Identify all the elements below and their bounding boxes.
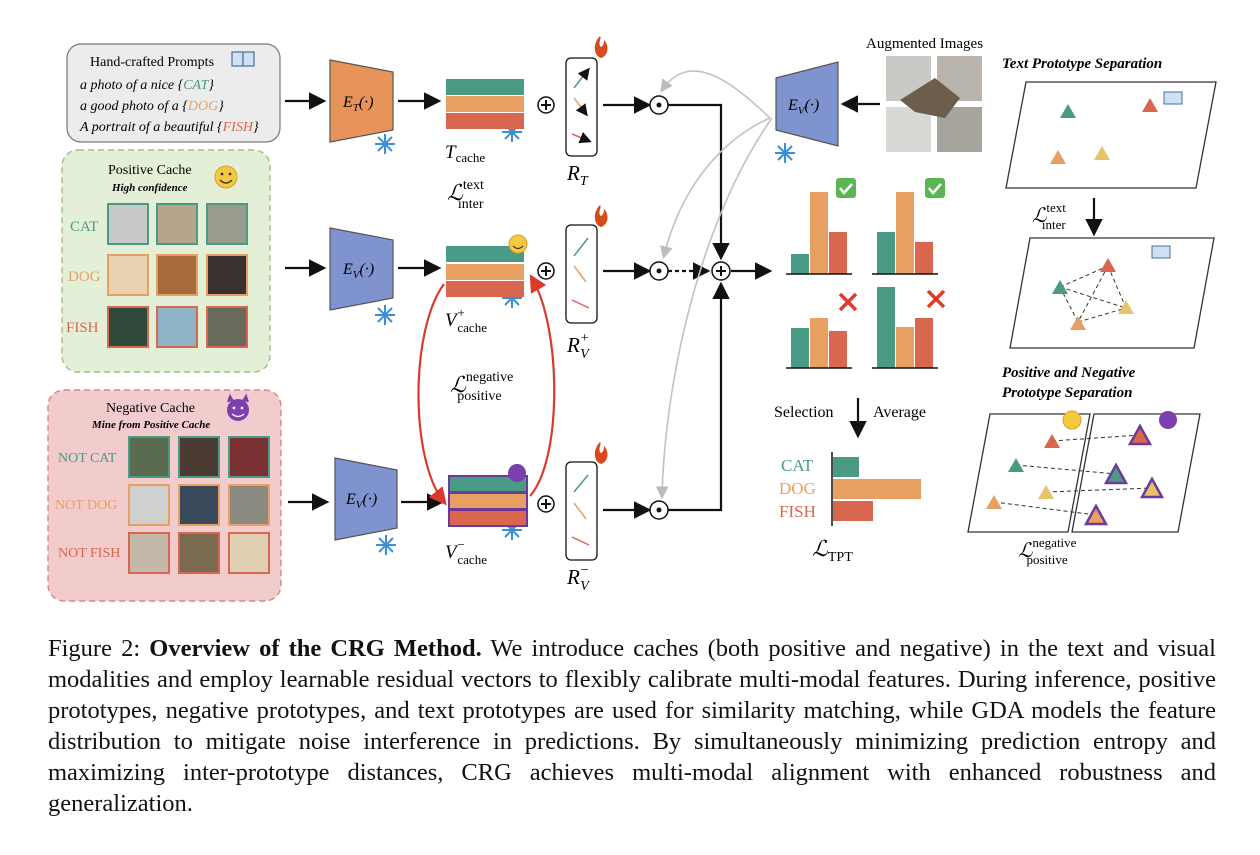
svg-text:ET(·): ET(·)	[342, 94, 374, 114]
prediction-chart-2	[872, 192, 938, 275]
caption-title: Overview of the CRG Method.	[149, 635, 482, 662]
dot-op-icon	[649, 95, 669, 520]
check-icon	[836, 178, 945, 198]
negative-cache-box: Negative Cache Mine from Positive Cache …	[47, 389, 282, 602]
augmented-images-label: Augmented Images	[866, 36, 983, 52]
neg-cat-images	[128, 436, 270, 478]
pos-neg-prototype-planes	[967, 410, 1201, 533]
negative-cache-title: Negative Cache	[106, 401, 195, 416]
pos-neg-title-2: Prototype Separation	[1002, 385, 1132, 401]
neg-row-label-dog: NOT DOG	[55, 498, 117, 513]
prediction-chart-4	[872, 287, 938, 369]
pos-fish-images	[107, 306, 248, 348]
pos-row-label-dog: DOG	[68, 269, 101, 285]
text-encoder: ET(·)	[329, 59, 394, 143]
positive-cache-box: Positive Cache High confidence CAT DOG F…	[61, 149, 271, 373]
augmented-images	[886, 56, 982, 152]
positive-visual-cache: V+cache	[445, 234, 528, 335]
pos-row-label-cat: CAT	[70, 219, 98, 235]
prompt-line-2: a good photo of a {DOG}	[80, 99, 224, 114]
book-icon	[1151, 245, 1171, 259]
svg-text:R+V: R+V	[566, 331, 590, 362]
prediction-chart-3	[786, 318, 852, 369]
neg-row-label-cat: NOT CAT	[58, 451, 117, 466]
flame-icon	[594, 36, 608, 464]
visual-encoder-positive: EV(·)	[329, 227, 394, 311]
prompt-line-1: a photo of a nice {CAT}	[80, 78, 214, 93]
text-prototype-plane-2	[1009, 237, 1215, 349]
pos-row-label-fish: FISH	[66, 320, 99, 336]
snowflake-icon	[375, 122, 795, 555]
svg-text:V−cache: V−cache	[445, 537, 487, 567]
result-bar-cat	[833, 457, 859, 477]
pos-cat-images	[107, 203, 248, 245]
svg-text:RT: RT	[566, 161, 589, 189]
positive-cache-subtitle: High confidence	[111, 182, 188, 194]
svg-text:V+cache: V+cache	[445, 305, 487, 335]
residual-rv-positive: R+V	[565, 224, 598, 362]
result-label-dog: DOG	[779, 479, 816, 498]
result-bar-fish	[833, 501, 873, 521]
caption-body: We introduce caches (both positive and n…	[48, 635, 1216, 817]
visual-encoder-negative: EV(·)	[334, 457, 398, 541]
final-prediction-chart: CAT DOG FISH	[779, 452, 921, 526]
prediction-chart-1	[786, 192, 852, 275]
svg-text:R−V: R−V	[566, 563, 590, 594]
cross-icon	[838, 289, 946, 312]
visual-encoder-augmented: EV(·)	[775, 61, 839, 147]
text-prototype-plane-1	[1005, 81, 1217, 189]
negative-cache-subtitle: Mine from Positive Cache	[91, 419, 210, 431]
book-icon	[1163, 91, 1183, 105]
selection-label: Selection	[774, 404, 834, 421]
text-cache: Tcache	[445, 79, 524, 165]
prompt-line-3: A portrait of a beautiful {FISH}	[79, 120, 259, 135]
svg-text:EV(·): EV(·)	[787, 97, 819, 117]
positive-cache-title: Positive Cache	[108, 163, 192, 178]
figure-caption: Figure 2: Overview of the CRG Method. We…	[48, 633, 1216, 819]
neg-fish-images	[128, 532, 270, 574]
svg-text:Tcache: Tcache	[445, 142, 485, 165]
result-label-fish: FISH	[779, 502, 816, 521]
text-prototype-title: Text Prototype Separation	[1002, 56, 1162, 72]
negative-visual-cache: V−cache	[445, 464, 528, 567]
pos-neg-title-1: Positive and Negative	[1002, 365, 1136, 381]
result-bar-dog	[833, 479, 921, 499]
prompts-title: Hand-crafted Prompts	[90, 55, 214, 70]
loss-tpt: ℒTPT	[812, 536, 853, 565]
add-op-icon	[537, 96, 555, 513]
svg-text:EV(·): EV(·)	[345, 491, 377, 511]
residual-rv-negative: R−V	[565, 461, 598, 594]
neg-dog-images	[128, 484, 270, 526]
svg-text:EV(·): EV(·)	[342, 261, 374, 281]
result-label-cat: CAT	[781, 456, 814, 475]
residual-rt: RT	[565, 57, 598, 189]
pos-dog-images	[107, 254, 248, 296]
devil-emoji-icon	[227, 393, 249, 421]
smile-emoji-icon	[214, 165, 238, 189]
crg-method-diagram: Hand-crafted Prompts a photo of a nice {…	[47, 36, 1217, 602]
book-icon	[231, 51, 255, 67]
average-label: Average	[873, 404, 926, 421]
neg-row-label-fish: NOT FISH	[58, 546, 120, 561]
caption-label: Figure 2:	[48, 635, 150, 662]
prompts-box: Hand-crafted Prompts a photo of a nice {…	[66, 43, 281, 143]
